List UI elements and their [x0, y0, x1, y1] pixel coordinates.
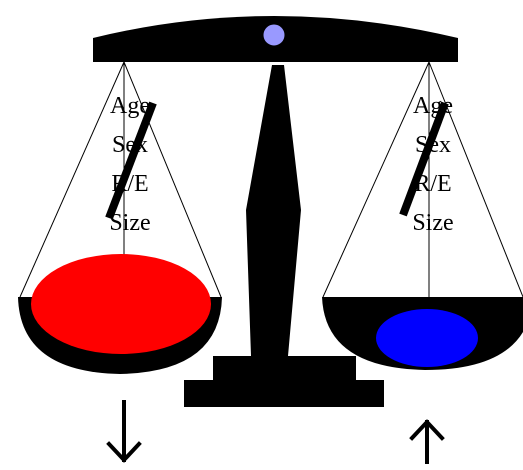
left-label-age: Age — [110, 93, 150, 119]
right-label-size: Size — [412, 210, 453, 236]
left-weight — [31, 254, 211, 354]
arrow-up-icon — [409, 419, 445, 464]
pivot-knob — [262, 23, 286, 47]
left-strike-slash — [105, 101, 157, 220]
right-pan-strings — [322, 61, 523, 298]
left-pan-labels: Age Sex R/E Size — [109, 93, 150, 236]
right-strike-slash — [399, 101, 449, 217]
left-label-size: Size — [109, 210, 150, 236]
right-weight — [376, 309, 478, 367]
scale-stand — [184, 65, 384, 407]
arrow-down-icon — [106, 400, 142, 463]
right-pan-labels: Age Sex R/E Size — [412, 93, 453, 236]
